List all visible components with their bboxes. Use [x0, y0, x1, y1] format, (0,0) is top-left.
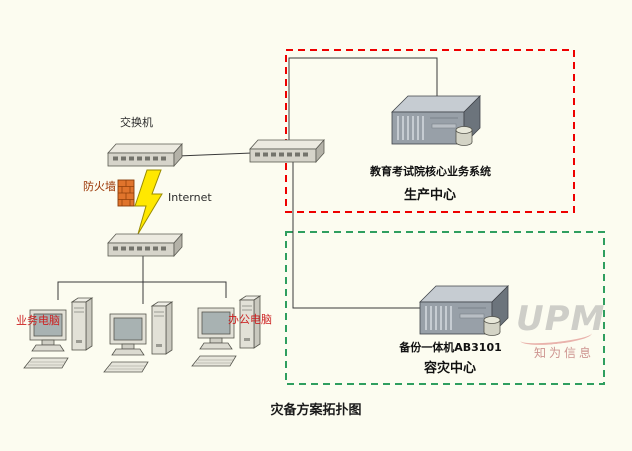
backup-server-label: 备份一体机AB3101 — [399, 341, 502, 354]
production-server — [391, 95, 481, 147]
line-switch-to-pc3 — [143, 281, 227, 298]
switch-lan — [107, 233, 183, 257]
line-switch-to-pc1 — [57, 256, 144, 300]
watermark-logo: UPM — [516, 299, 606, 339]
switch-label: 交换机 — [120, 116, 153, 129]
dr-zone-border — [285, 231, 605, 385]
switch-core — [249, 139, 325, 163]
pc-business-label: 业务电脑 — [16, 314, 60, 327]
internet-label: Internet — [168, 191, 212, 204]
computer-office — [191, 295, 261, 367]
production-server-label: 教育考试院核心业务系统 — [370, 165, 491, 178]
backup-server — [419, 285, 509, 337]
dr-zone-label: 容灾中心 — [423, 361, 476, 376]
diagram-title: 灾备方案拓扑图 — [270, 403, 362, 418]
firewall-brick-icon — [117, 179, 135, 207]
line-core-to-production-server — [288, 57, 438, 147]
production-zone-border — [285, 49, 575, 213]
production-zone-label: 生产中心 — [403, 188, 456, 203]
lightning-bolt-icon — [134, 169, 163, 235]
firewall-label: 防火墙 — [83, 180, 116, 193]
switch-wan — [107, 143, 183, 167]
pc-office-label: 办公电脑 — [228, 313, 272, 326]
computer-business — [23, 297, 93, 369]
line-core-to-backup-server — [292, 162, 424, 309]
watermark-company: 知为信息 — [534, 346, 595, 360]
computer-middle — [103, 301, 173, 373]
line-switch-to-core — [177, 152, 253, 157]
